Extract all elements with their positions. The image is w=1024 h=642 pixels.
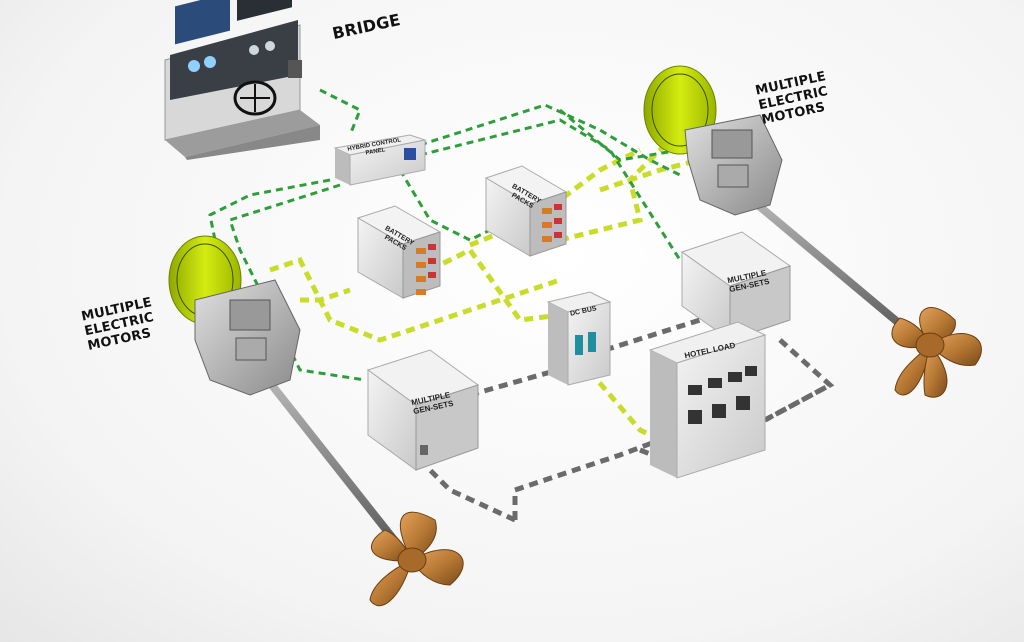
left-motor-assembly (168, 235, 464, 607)
panel-display-icon (404, 148, 416, 160)
bridge-console (164, 0, 320, 160)
left-propeller-shaft (256, 367, 414, 563)
bus-indicator (575, 335, 583, 355)
gauge-icon (265, 41, 275, 51)
battery-terminals (542, 204, 562, 242)
battery-pack-right (484, 165, 568, 257)
throttle-control (288, 60, 302, 78)
dc-bus-cabinet (546, 291, 612, 386)
steering-wheel-icon (233, 80, 277, 116)
right-propeller-shaft (737, 186, 928, 349)
gauge-icon (249, 45, 259, 55)
left-propeller (369, 511, 464, 607)
control-cables-green (208, 88, 682, 382)
right-propeller (891, 307, 982, 398)
hybrid-control-panel (333, 134, 427, 186)
switch-panel (688, 366, 757, 424)
gauge-icon (188, 60, 200, 72)
battery-cables-yellow (269, 143, 701, 443)
gauge-icon (204, 56, 216, 68)
genset-right (680, 231, 792, 341)
battery-terminals (416, 244, 436, 295)
battery-pack-left (356, 205, 442, 299)
genset-left (366, 349, 480, 471)
bridge-screen-left (175, 0, 230, 45)
hotel-load-cabinet (648, 321, 767, 479)
bus-indicator (588, 332, 596, 352)
right-motor-assembly (643, 65, 982, 398)
bridge-screen-right (237, 0, 292, 21)
